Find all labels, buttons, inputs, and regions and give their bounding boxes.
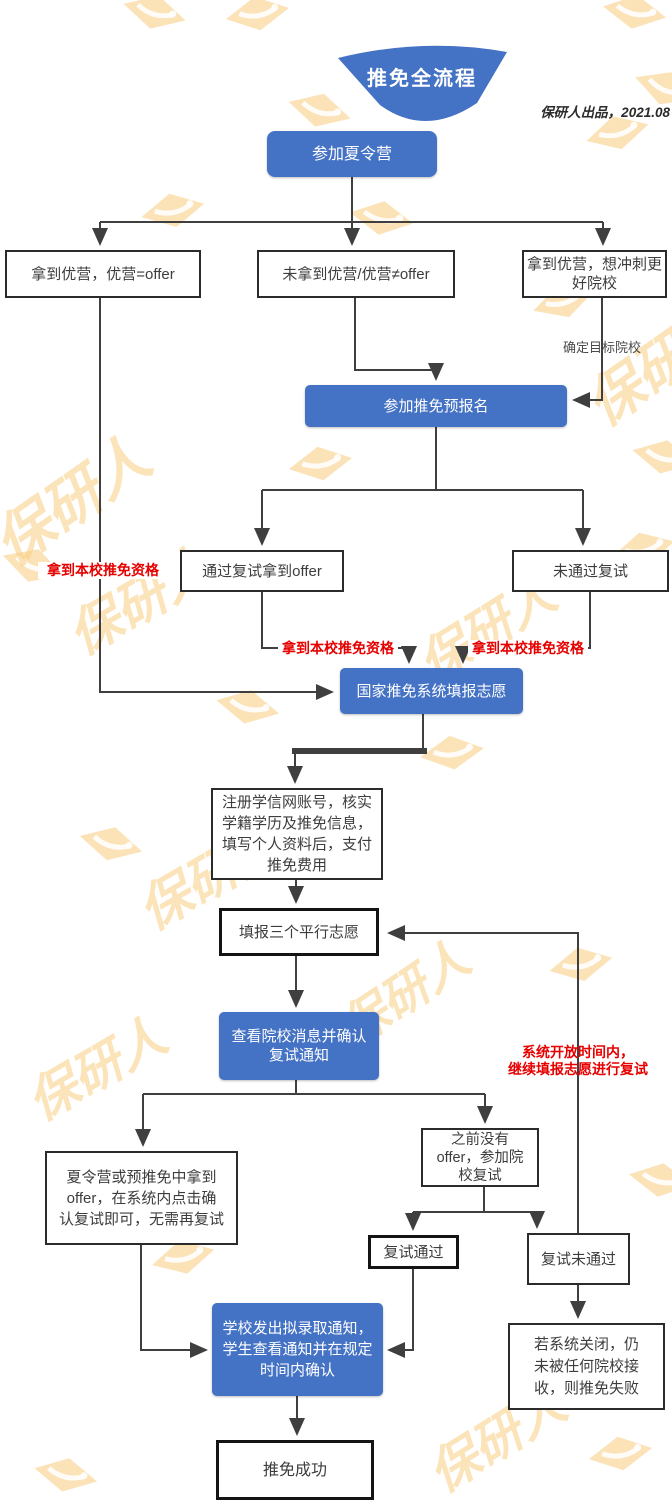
label-system-open: 系统开放时间内， 继续填报志愿进行复试: [508, 1044, 648, 1077]
node-retest-fail: 复试未通过: [527, 1233, 630, 1285]
node-pre-register: 参加推免预报名: [305, 385, 567, 427]
node-success: 推免成功: [216, 1440, 374, 1500]
label-quota-mid2: 拿到本校推免资格: [468, 640, 588, 657]
node-no-offer-retest: 之前没有 offer，参加院 校复试: [421, 1128, 539, 1187]
node-admission-notice: 学校发出拟录取通知， 学生查看通知并在规定 时间内确认: [212, 1303, 383, 1396]
node-offer-equals: 拿到优营，优营=offer: [5, 250, 201, 298]
node-camp-offer-confirm: 夏令营或预推免中拿到 offer，在系统内点击确 认复试即可，无需再复试: [45, 1151, 238, 1245]
node-fail-retest: 未通过复试: [512, 550, 669, 592]
label-quota-mid1: 拿到本校推免资格: [278, 640, 398, 657]
credit-text: 保研人出品，2021.08: [540, 105, 670, 120]
node-summer-camp: 参加夏令营: [267, 131, 437, 177]
label-target-school: 确定目标院校: [563, 340, 642, 355]
label-quota-left: 拿到本校推免资格: [38, 562, 168, 579]
banner-fan: [338, 45, 507, 122]
node-system-closed: 若系统关闭，仍 未被任何院校接 收，则推免失败: [508, 1323, 665, 1410]
node-pass-retest-offer: 通过复试拿到offer: [180, 550, 344, 592]
node-check-notice: 查看院校消息并确认 复试通知: [219, 1012, 379, 1080]
page-title: 推免全流程: [367, 68, 477, 90]
node-three-choices: 填报三个平行志愿: [219, 908, 379, 956]
node-national-system: 国家推免系统填报志愿: [340, 668, 523, 714]
node-better-school: 拿到优营，想冲刺更 好院校: [522, 250, 667, 298]
node-no-offer: 未拿到优营/优营≠offer: [257, 250, 455, 298]
node-register-chsi: 注册学信网账号，核实 学籍学历及推免信息， 填写个人资料后，支付 推免费用: [211, 788, 383, 880]
node-retest-pass: 复试通过: [368, 1235, 459, 1269]
